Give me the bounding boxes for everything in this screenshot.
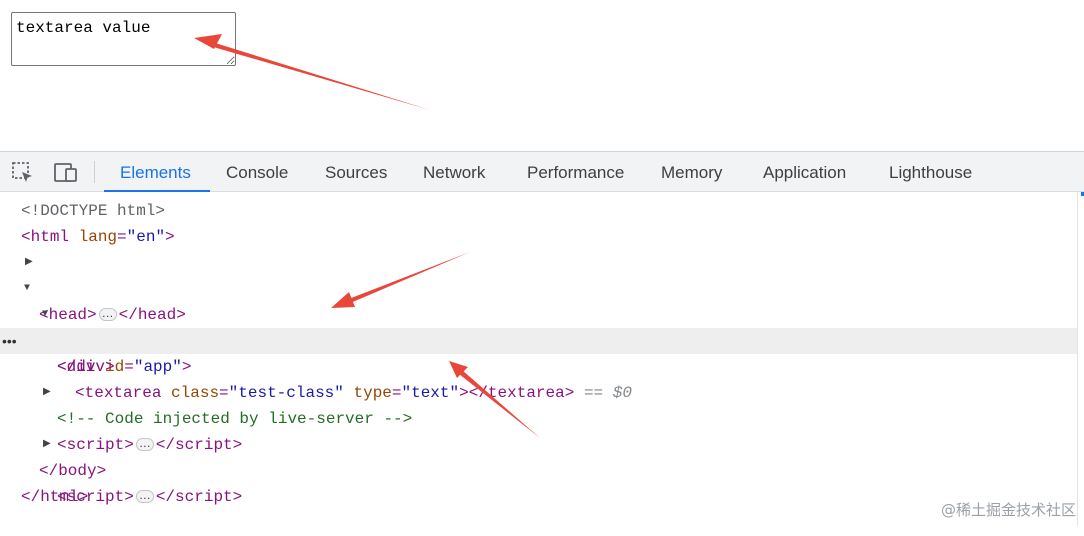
expand-triangle-icon[interactable]: ▶ bbox=[43, 439, 51, 450]
class-value: "test-class" bbox=[228, 384, 344, 402]
dom-line-textarea-selected[interactable]: ••• <textarea class="test-class" type="t… bbox=[0, 328, 1078, 402]
dom-line-comment[interactable]: <!-- Code injected by live-server --> bbox=[0, 406, 1078, 432]
id-attr: id bbox=[105, 358, 125, 376]
demo-textarea[interactable]: textarea value bbox=[11, 12, 236, 66]
dom-line-body-open[interactable]: ▼ <body> bbox=[0, 276, 1078, 350]
dom-line-div-open[interactable]: ▼ <div id="app"> bbox=[0, 302, 1078, 376]
active-tab-indicator bbox=[104, 190, 210, 192]
watermark: @稀土掘金技术社区 bbox=[940, 501, 1076, 519]
vertical-scrollbar[interactable] bbox=[1077, 192, 1082, 526]
dom-line-doctype[interactable]: <!DOCTYPE html> bbox=[0, 198, 1078, 224]
row-more-icon[interactable]: ••• bbox=[2, 333, 17, 349]
tab-console[interactable]: Console bbox=[226, 163, 289, 182]
html-close-tag: html bbox=[40, 488, 79, 506]
toolbar-separator bbox=[94, 161, 95, 183]
collapsed-ellipsis-button[interactable]: … bbox=[135, 437, 154, 452]
lang-attr: lang bbox=[78, 228, 118, 246]
collapse-triangle-icon[interactable]: ▼ bbox=[42, 309, 49, 320]
tab-performance[interactable]: Performance bbox=[527, 163, 625, 182]
body-close-tag: body bbox=[58, 462, 97, 480]
textarea-open-tag: textarea bbox=[84, 384, 162, 402]
selected-node-marker: == $0 bbox=[583, 384, 632, 402]
comment-text: <!-- Code injected by live-server --> bbox=[57, 410, 413, 428]
expand-triangle-icon[interactable]: ▶ bbox=[43, 387, 51, 398]
collapsed-ellipsis-button[interactable]: … bbox=[98, 307, 117, 322]
inspect-element-icon[interactable] bbox=[11, 161, 35, 185]
expand-triangle-icon[interactable]: ▶ bbox=[25, 257, 33, 268]
device-toolbar-icon[interactable] bbox=[53, 161, 77, 185]
scroll-marker bbox=[1081, 192, 1084, 196]
html-tag-name: html bbox=[30, 228, 70, 246]
script-close-tag: script bbox=[175, 436, 233, 454]
dom-tree: <!DOCTYPE html> <html lang="en"> ▶ <head… bbox=[0, 192, 1084, 526]
type-value: "text" bbox=[401, 384, 460, 402]
tab-lighthouse[interactable]: Lighthouse bbox=[889, 163, 973, 182]
div-close-tag: div bbox=[76, 358, 106, 376]
collapsed-ellipsis-button[interactable]: … bbox=[135, 489, 154, 504]
dom-line-script-2[interactable]: ▶ <script>…</script> bbox=[0, 432, 1078, 506]
dom-line-script-1[interactable]: ▶ <script>…</script> bbox=[0, 380, 1078, 454]
doctype-text: <!DOCTYPE html> bbox=[21, 202, 166, 220]
head-open-tag: head bbox=[48, 306, 88, 324]
tab-elements[interactable]: Elements bbox=[120, 163, 191, 182]
class-attr: class bbox=[171, 384, 220, 402]
id-value: "app" bbox=[133, 358, 182, 376]
tab-sources[interactable]: Sources bbox=[325, 163, 388, 182]
script-close-tag: script bbox=[175, 488, 233, 506]
script-open-tag: script bbox=[66, 488, 125, 506]
dom-line-html-close[interactable]: </html> bbox=[21, 488, 89, 506]
collapse-triangle-icon[interactable]: ▼ bbox=[24, 283, 31, 294]
devtools-toolbar: Elements Console Sources Network Perform… bbox=[0, 151, 1084, 192]
tab-application[interactable]: Application bbox=[763, 163, 847, 182]
lang-value: "en" bbox=[126, 228, 166, 246]
script-open-tag: script bbox=[66, 436, 125, 454]
type-attr: type bbox=[353, 384, 392, 402]
devtools-panel: Elements Console Sources Network Perform… bbox=[0, 151, 1084, 526]
tab-memory[interactable]: Memory bbox=[661, 163, 723, 182]
tab-network[interactable]: Network bbox=[423, 163, 486, 182]
dom-line-body-close[interactable]: </body> bbox=[39, 462, 107, 480]
head-close-tag: head bbox=[137, 306, 177, 324]
dom-line-html[interactable]: <html lang="en"> bbox=[21, 228, 175, 246]
div-open-tag: div bbox=[66, 358, 96, 376]
dom-line-head[interactable]: ▶ <head>…</head> bbox=[0, 250, 1078, 324]
dom-line-div-close[interactable]: </div> bbox=[57, 358, 115, 376]
